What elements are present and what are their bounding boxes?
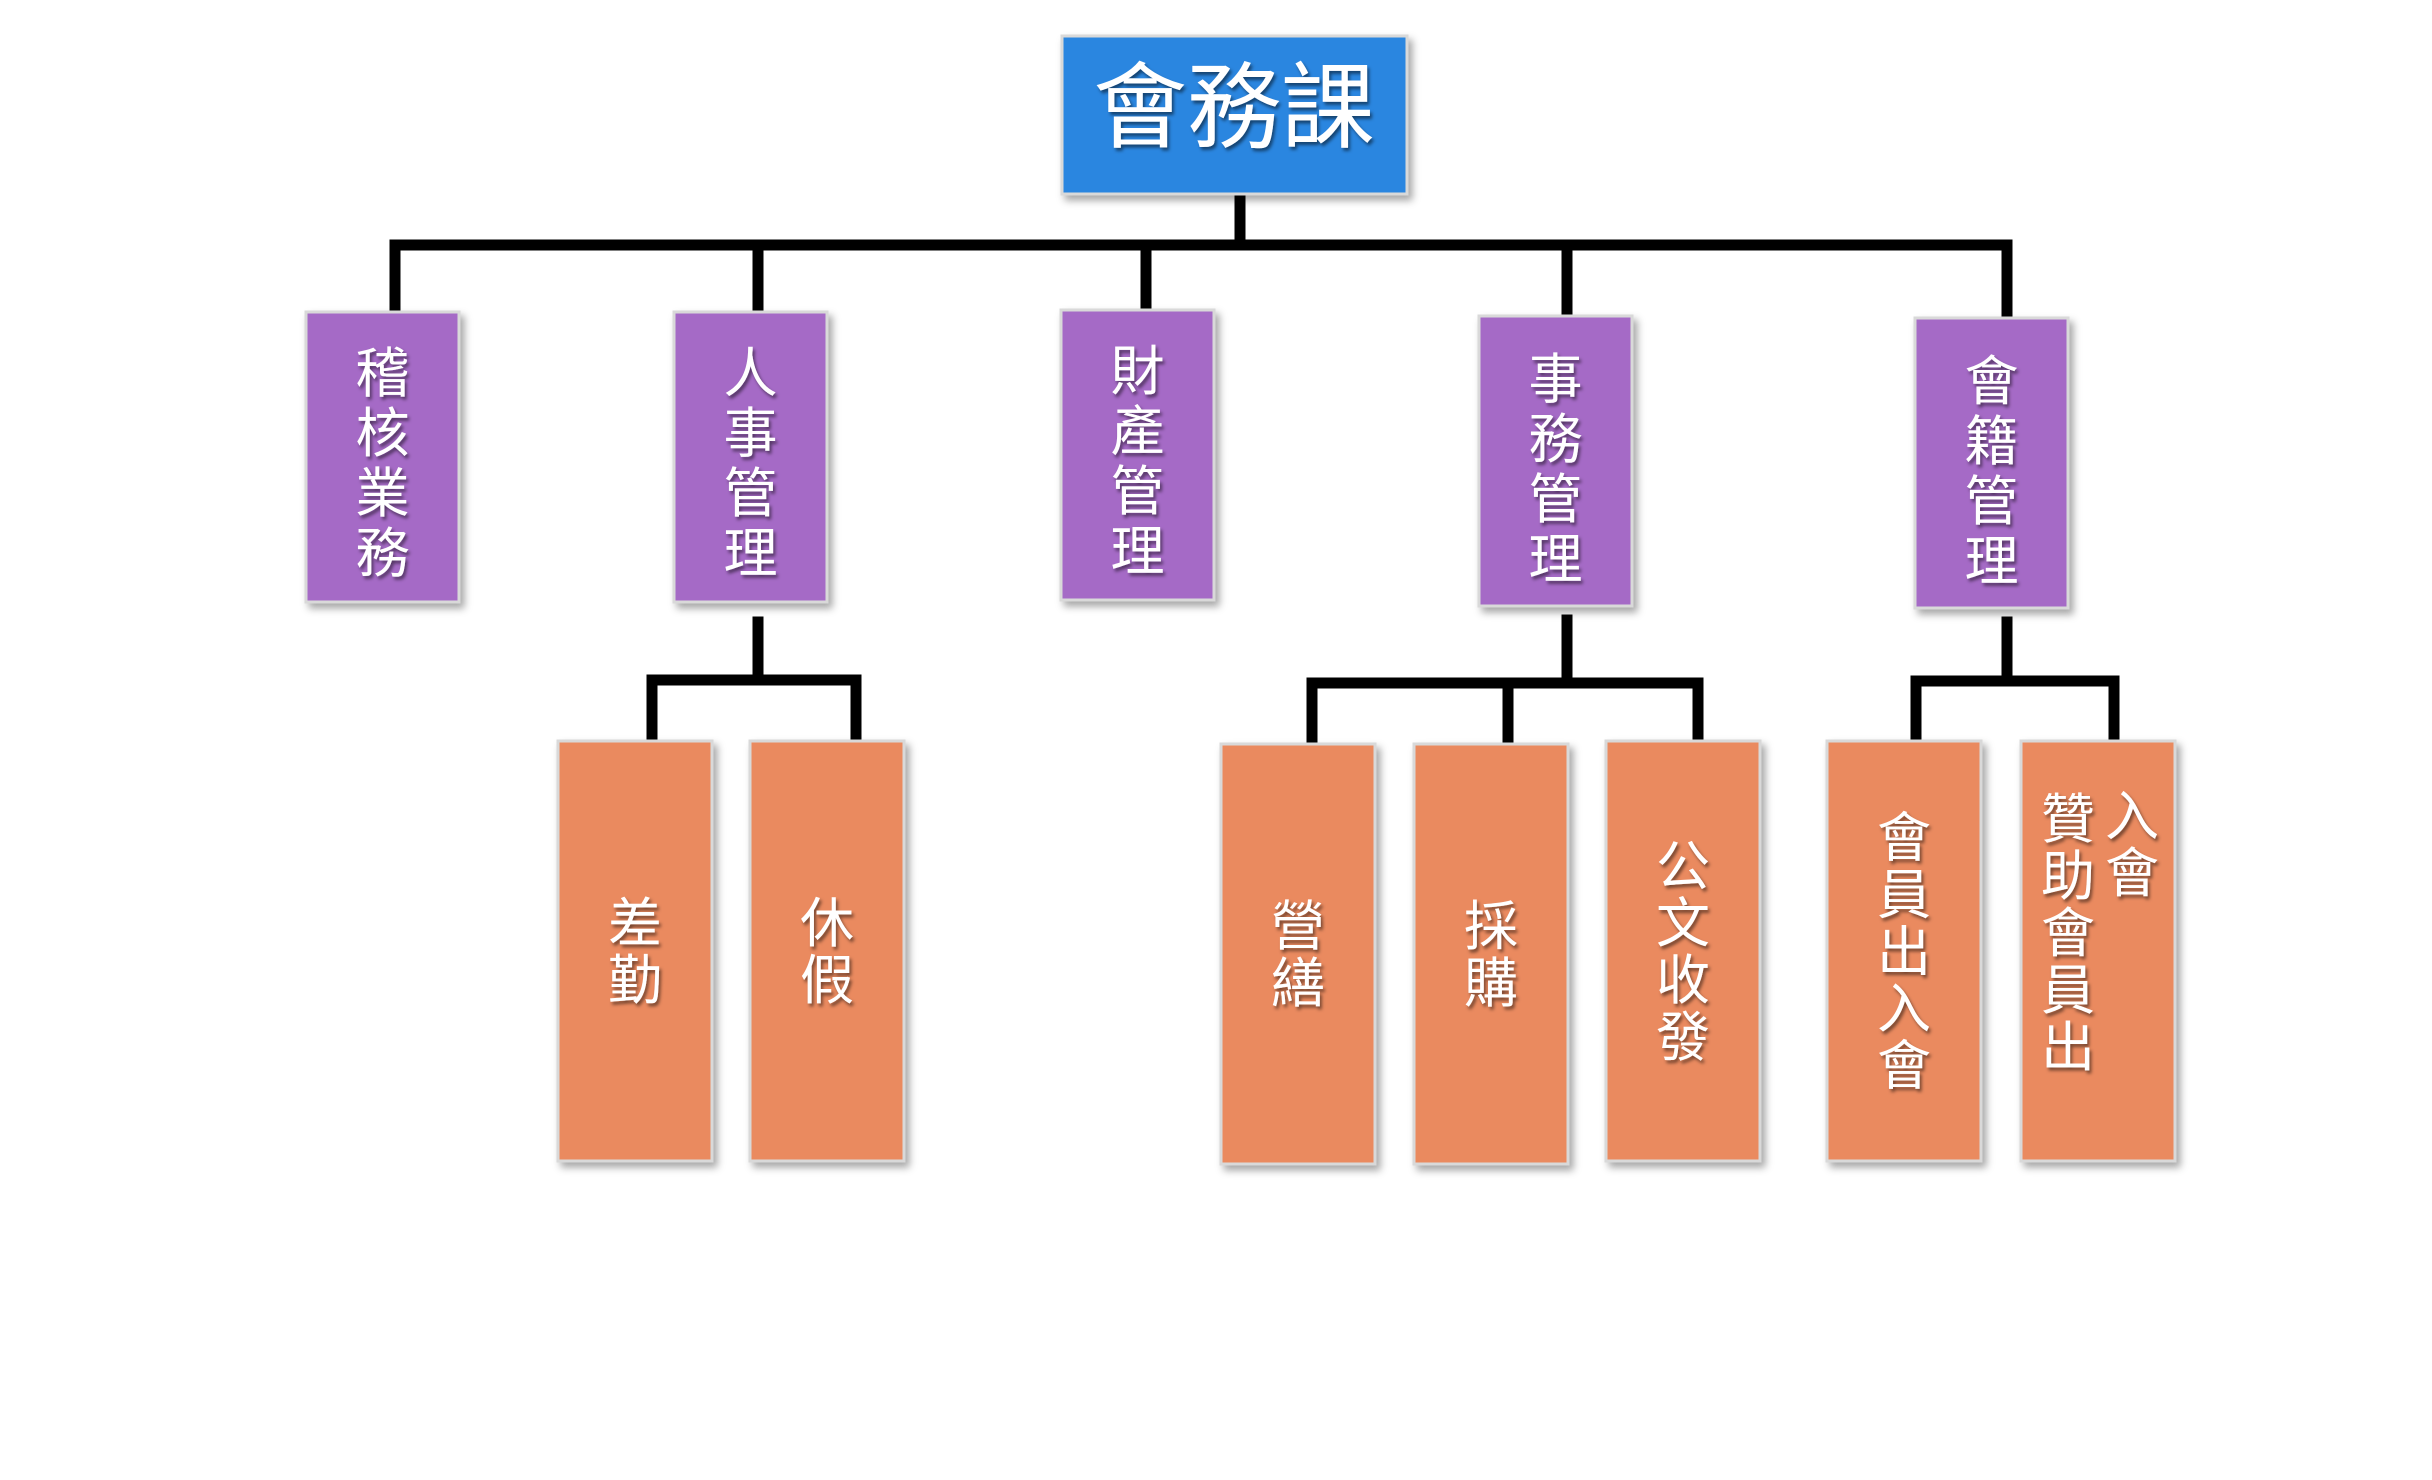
dept-node-2-child-2-char-0: 休	[800, 892, 854, 955]
dept-node-2-child-2: 休假	[748, 739, 906, 1163]
dept-node-3-char-2: 管	[1111, 460, 1165, 523]
root-node: 會務課	[1060, 34, 1409, 196]
root-node-box	[1060, 34, 1409, 196]
dept-node-5-child-2-char-l0: 贊	[2041, 788, 2095, 851]
dept-node-5-child-2-char-r0: 入	[2105, 785, 2159, 848]
dept-node-5-char-2: 管	[1965, 470, 2019, 533]
root-node-label: 會務課	[1093, 54, 1375, 163]
dept-node-5-child-1-char-2: 出	[1877, 920, 1931, 983]
dept-node-1-char-1: 核	[356, 402, 410, 465]
dept-node-2-box	[672, 310, 829, 604]
dept-node-5-child-2-char-r1: 會	[2105, 842, 2159, 905]
dept-node-5-child-1-char-4: 會	[1877, 1034, 1931, 1097]
dept-node-3-char-1: 產	[1111, 400, 1165, 463]
dept-node-1-char-2: 業	[356, 462, 410, 525]
dept-node-1-char-0: 稽	[356, 342, 410, 405]
dept-node-4-char-1: 務	[1529, 408, 1583, 471]
dept-node-2-char-3: 理	[724, 522, 778, 585]
dept-node-5-child-2-char-l4: 出	[2041, 1016, 2095, 1079]
dept-node-4-char-0: 事	[1529, 348, 1583, 411]
dept-node-5-child-2-col-right: 入會	[2105, 785, 2159, 905]
dept-node-2-child-2-box	[748, 739, 906, 1163]
connector-lines	[389, 190, 2120, 744]
dept-node-2-char-2: 管	[724, 462, 778, 525]
dept-node-4-child-3-char-2: 收	[1656, 949, 1710, 1012]
dept-node-2-child-1-box	[556, 739, 714, 1163]
dept-node-4-child-2-box	[1412, 742, 1570, 1166]
dept-node-4-child-3-char-3: 發	[1656, 1006, 1710, 1069]
dept-node-4-child-3-char-0: 公	[1656, 835, 1710, 898]
dept-node-1-box	[304, 310, 461, 604]
dept-node-2-child-1-char-1: 勤	[608, 949, 662, 1012]
dept-node-5-child-1-box	[1825, 739, 1983, 1163]
dept-node-2-child-1: 差勤	[556, 739, 714, 1163]
dept-node-5-char-0: 會	[1965, 350, 2019, 413]
dept-node-5-char-1: 籍	[1965, 410, 2019, 473]
dept-node-4-child-1-box	[1219, 742, 1377, 1166]
dept-node-5-child-2-char-l2: 會	[2041, 902, 2095, 965]
dept-node-4-child-3-box	[1604, 739, 1762, 1163]
dept-node-5-child-2-char-l3: 員	[2041, 959, 2095, 1022]
dept-node-4-child-1: 營繕	[1219, 742, 1377, 1166]
dept-node-2-child-1-char-0: 差	[608, 892, 662, 955]
dept-node-5-child-1-char-3: 入	[1877, 977, 1931, 1040]
dept-node-5-child-1-char-1: 員	[1877, 863, 1931, 926]
dept-node-4-child-1-char-1: 繕	[1271, 952, 1325, 1015]
dept-node-4-child-2: 採購	[1412, 742, 1570, 1166]
dept-node-5-child-2-box	[2019, 739, 2177, 1163]
dept-node-4-child-1-char-0: 營	[1271, 895, 1325, 958]
dept-node-5-char-3: 理	[1965, 530, 2019, 593]
dept-node-3-char-3: 理	[1111, 520, 1165, 583]
dept-node-3-char-0: 財	[1111, 340, 1165, 403]
dept-node-5-box	[1913, 316, 2070, 610]
dept-node-1-char-3: 務	[356, 522, 410, 585]
dept-node-2-child-2-char-1: 假	[800, 949, 854, 1012]
dept-node-2-char-1: 事	[724, 402, 778, 465]
dept-node-3-box	[1059, 308, 1216, 602]
dept-node-4-box	[1477, 314, 1634, 608]
dept-node-5-child-1-char-0: 會	[1877, 806, 1931, 869]
dept-node-4-char-2: 管	[1529, 468, 1583, 531]
dept-node-5-child-2-char-l1: 助	[2041, 845, 2095, 908]
dept-node-4-child-3-char-1: 文	[1656, 892, 1710, 955]
dept-node-4-child-2-char-1: 購	[1464, 952, 1518, 1015]
dept-node-4-child-2-char-0: 採	[1464, 895, 1518, 958]
dept-node-4-char-3: 理	[1529, 528, 1583, 591]
dept-node-2-char-0: 人	[724, 342, 778, 405]
